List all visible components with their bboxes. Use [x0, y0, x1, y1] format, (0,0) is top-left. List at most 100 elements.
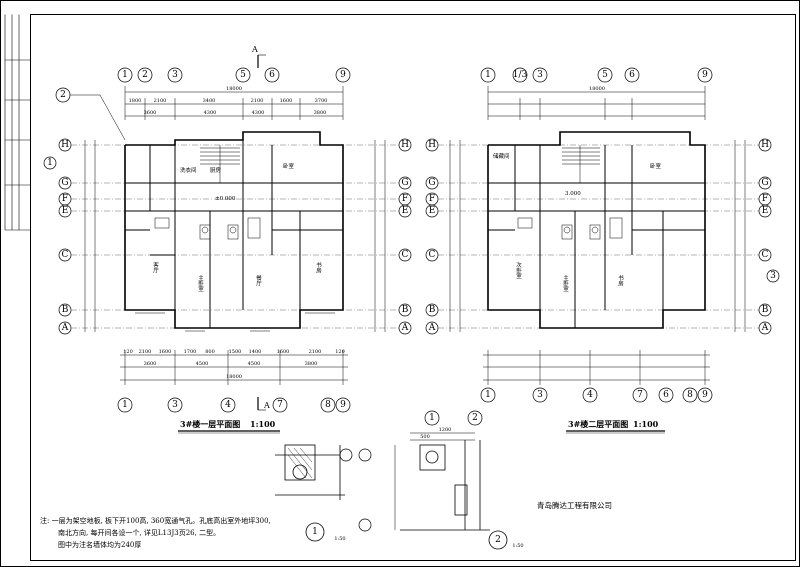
right-top-axis-1: 1	[485, 70, 491, 80]
axis-B-right: B	[402, 305, 409, 315]
axis-F-right: F	[402, 194, 408, 204]
r-axis-G-right: G	[761, 178, 768, 188]
axis-E-left: E	[62, 206, 69, 216]
note-line-1: 注: 一层为架空地板, 板下开100高, 360宽通气孔。孔底高出室外地坪300…	[40, 516, 271, 525]
right-plan-scale: 1:100	[633, 419, 659, 429]
detail-2-dim-2: 500	[420, 434, 430, 440]
r-axis-A-right: A	[761, 323, 769, 333]
right-stair	[562, 145, 600, 183]
right-fixtures	[517, 217, 623, 240]
left-bottom-dim2-4: 3800	[305, 361, 318, 367]
r-axis-B-right: B	[762, 305, 769, 315]
left-bottom-dim2-1: 3600	[144, 361, 157, 367]
left-top-axis-1: 1	[122, 70, 128, 80]
right-top-axis-6: 6	[629, 70, 635, 80]
left-room-bed-right: 书房	[315, 261, 322, 275]
right-bottom-axis-3: 3	[537, 390, 543, 400]
right-bottom-axis-6: 6	[663, 390, 669, 400]
binding-strip	[4, 14, 30, 231]
left-top-dim-6: 3700	[315, 98, 328, 104]
right-side-axis-labels: H G F E C B A H G F E C B A 3	[428, 140, 776, 333]
left-bottom-axis-8: 8	[325, 400, 331, 410]
right-total-width: 18000	[589, 86, 605, 92]
right-room-bed-mid: 主卧室	[562, 274, 569, 292]
left-top-dim2-2: 4300	[204, 110, 217, 116]
left-room-bed-mid: 主卧室	[197, 274, 204, 292]
left-side-axis-labels: H G F E C B A H G F E C B A	[61, 140, 409, 333]
axis-H-left: H	[61, 140, 69, 150]
axis-E-right: E	[402, 206, 409, 216]
left-room-kitchen: 厨房	[210, 166, 222, 174]
left-room-storage: 洗衣间	[180, 166, 197, 174]
note-line-3: 图中为注名墙体均为240厚	[58, 540, 141, 549]
detail-2-axis-1: 1	[429, 413, 435, 423]
left-bottom-dim-7: 1400	[249, 349, 262, 355]
left-top-dim-3: 3400	[203, 98, 216, 104]
left-plan-title: 3#楼一层平面图	[180, 419, 240, 429]
left-plan: 18000 1800 2100 3400 2100 1600 3700 3600…	[43, 45, 412, 434]
right-top-axis-3: 3	[537, 70, 543, 80]
left-plan-scale: 1:100	[250, 419, 276, 429]
left-bottom-dim-9: 2100	[309, 349, 322, 355]
left-bottom-dim-8: 1600	[277, 349, 290, 355]
right-bottom-axes	[480, 387, 713, 403]
right-room-storage: 储藏间	[493, 152, 510, 160]
left-top-dim2-1: 3600	[144, 110, 157, 116]
right-side-dimensions	[449, 140, 746, 332]
left-top-dim-1: 1800	[129, 98, 142, 104]
left-room-dining: 餐厅	[255, 274, 262, 287]
left-fixtures	[154, 217, 261, 240]
right-room-bed-right: 书房	[617, 274, 624, 288]
right-interior-walls	[488, 145, 705, 328]
right-plan-title: 3#楼二层平面图	[568, 419, 628, 429]
left-bottom-axes	[117, 397, 351, 413]
left-bottom-axis-7: 7	[277, 400, 283, 410]
r-axis-E-right: E	[762, 206, 769, 216]
left-top-dim2-4: 3800	[314, 110, 327, 116]
left-bottom-axis-1: 1	[122, 400, 128, 410]
left-total-width-bottom: 18000	[226, 374, 242, 380]
left-side-dimensions	[84, 140, 386, 332]
right-bottom-axis-4: 4	[587, 390, 593, 400]
left-total-width-top: 18000	[226, 86, 242, 92]
r-axis-H-left: H	[428, 140, 436, 150]
axis-G-left: G	[61, 178, 68, 188]
right-bottom-axis-8: 8	[687, 390, 693, 400]
border-frame	[30, 14, 796, 561]
right-bottom-axis-7: 7	[637, 390, 643, 400]
axis-G-right: G	[401, 178, 408, 188]
left-bottom-dim-6: 1500	[229, 349, 242, 355]
left-bottom-dim2-3: 4500	[248, 361, 261, 367]
left-room-bed-top-right: 卧室	[283, 162, 295, 170]
right-room-bed-left: 次卧室	[515, 261, 522, 279]
right-top-axis-1-3: 1/3	[513, 70, 528, 80]
r-axis-C-left: C	[429, 250, 436, 260]
detail-1: 1 1:50	[275, 444, 353, 542]
left-bottom-dim-1: 120	[123, 349, 133, 355]
left-bottom-axis-9: 9	[340, 400, 346, 410]
left-top-dim-2: 2100	[154, 98, 167, 104]
right-top-dimensions	[487, 86, 706, 120]
left-top-dim2-3: 4300	[252, 110, 265, 116]
left-bottom-dim-4: 1700	[184, 349, 197, 355]
r-axis-F-left: F	[429, 194, 435, 204]
left-top-axis-5: 5	[240, 70, 246, 80]
notes: 注: 一层为架空地板, 板下开100高, 360宽通气孔。孔底高出室外地坪300…	[40, 516, 271, 549]
axis-H-right: H	[401, 140, 409, 150]
right-room-bed-top-right: 卧室	[650, 162, 662, 170]
section-mark-label-bottom: A	[263, 401, 270, 410]
left-top-axis-6: 6	[269, 70, 275, 80]
left-top-axis-3: 3	[172, 70, 178, 80]
axis-B-left: B	[62, 305, 69, 315]
left-bottom-dim-2: 2100	[139, 349, 152, 355]
detail-2-label: 2	[495, 535, 501, 545]
callout-1-label: 1	[47, 158, 53, 168]
left-top-axis-2: 2	[142, 70, 148, 80]
left-windows	[135, 309, 335, 332]
left-room-living: 客厅	[152, 261, 159, 274]
axis-A-left: A	[61, 323, 69, 333]
right-bottom-axis-9: 9	[702, 390, 708, 400]
callout-2-label: 2	[60, 90, 66, 100]
left-room-level: ±0.000	[215, 196, 236, 202]
right-top-axis-9: 9	[702, 70, 708, 80]
